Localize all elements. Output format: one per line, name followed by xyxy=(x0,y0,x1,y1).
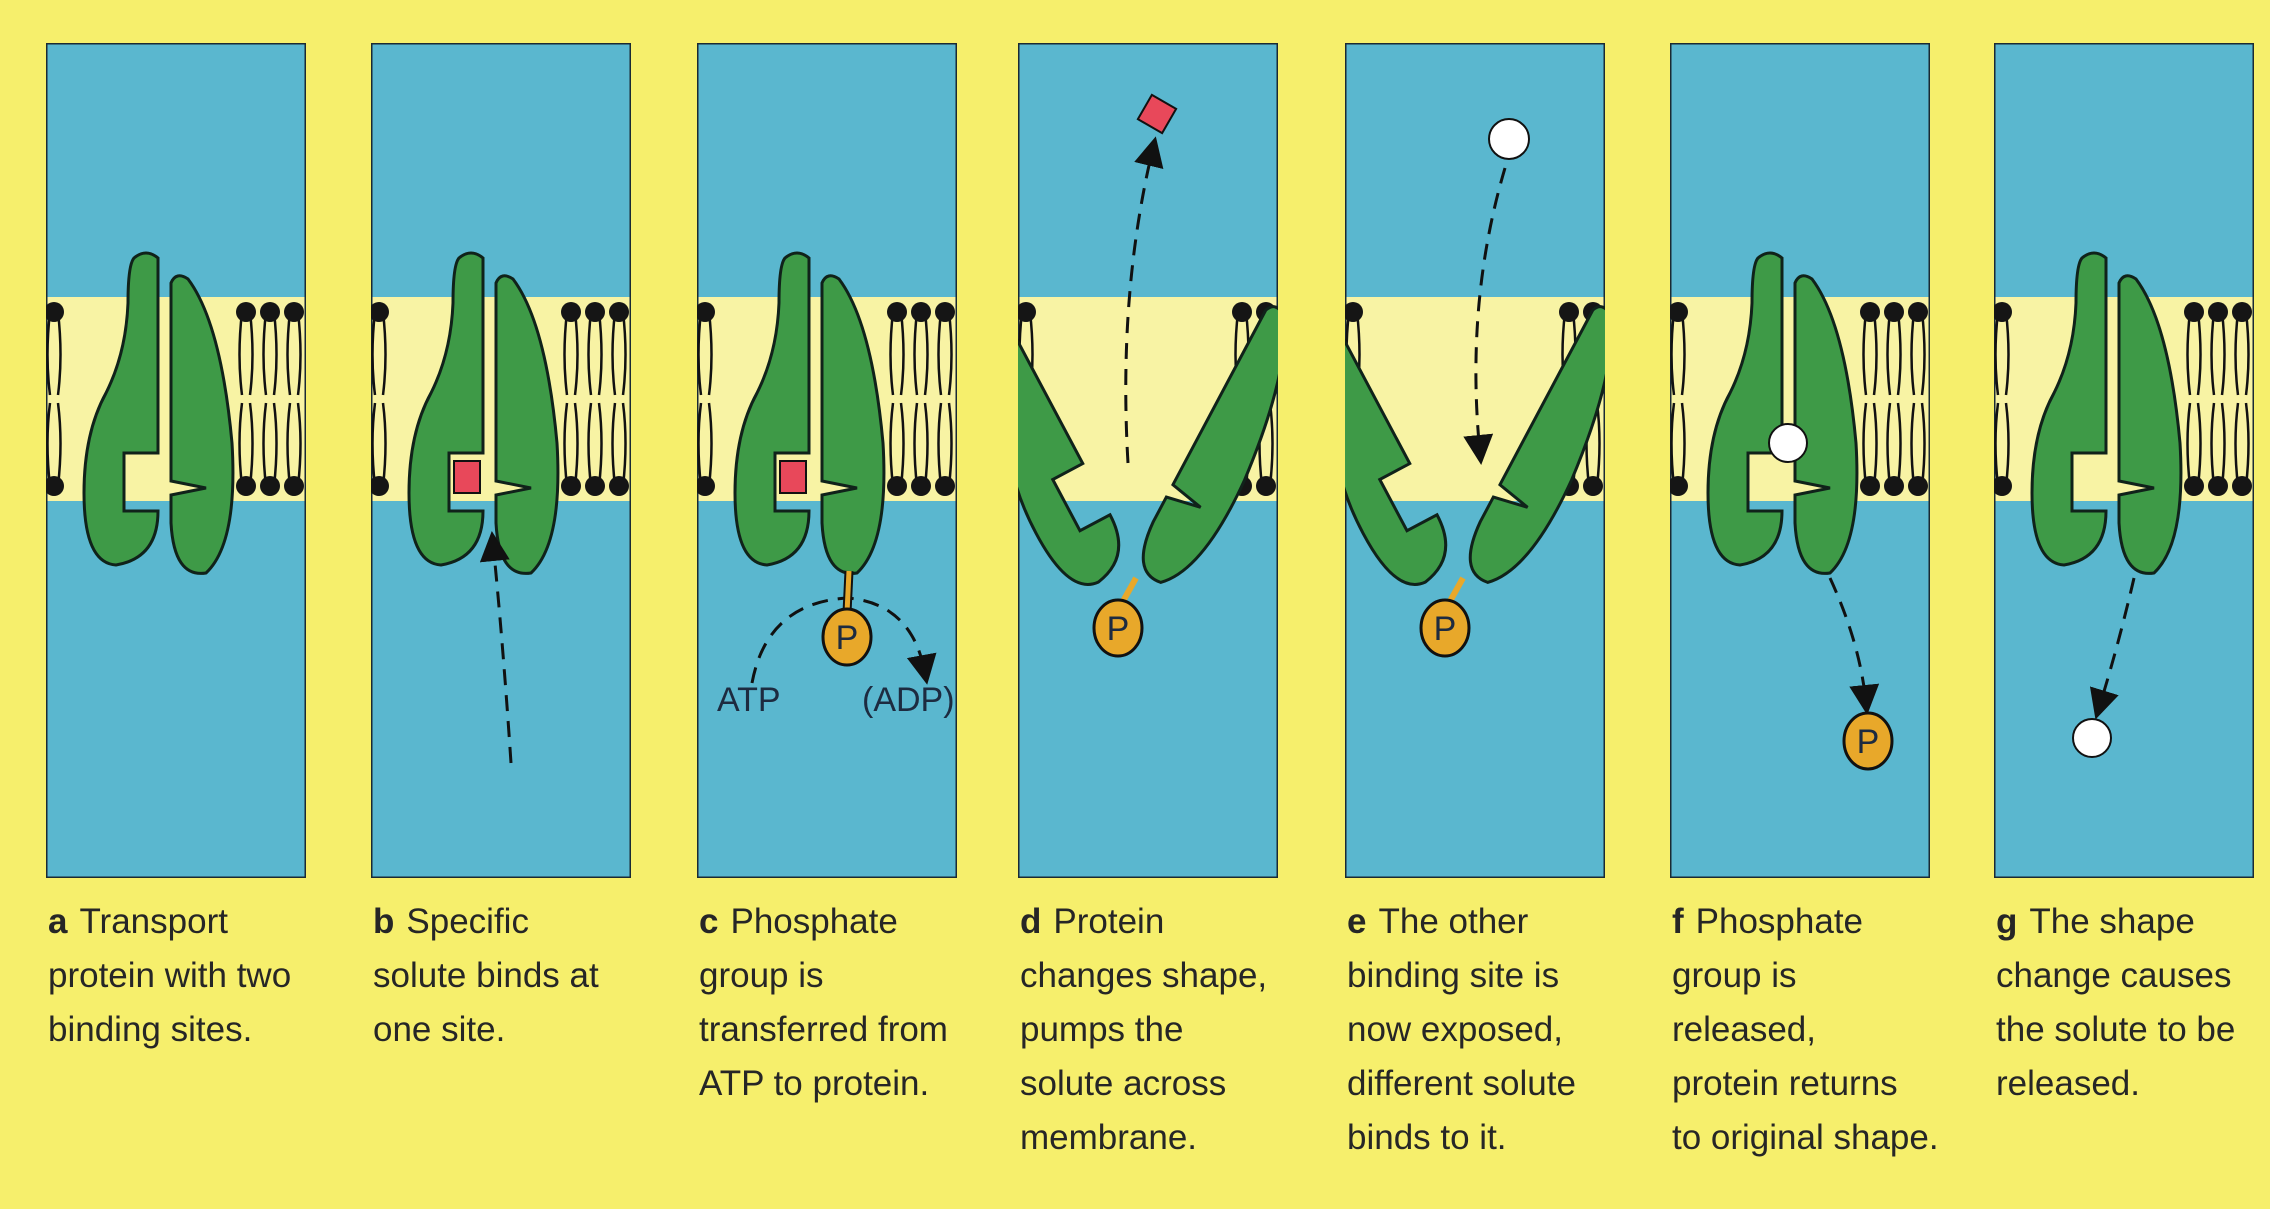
lipid-head xyxy=(1884,476,1904,496)
panel-f: P xyxy=(1670,43,1930,878)
lipid-head xyxy=(1559,302,1579,322)
solute-red xyxy=(779,460,807,494)
lipid-head xyxy=(585,302,605,322)
lipid-head xyxy=(561,302,581,322)
panel-g xyxy=(1994,43,2254,878)
lipid-head xyxy=(2232,302,2252,322)
lipid-head xyxy=(1345,302,1363,322)
phosphate-group xyxy=(1419,598,1471,658)
panel-d: P xyxy=(1018,43,1278,878)
lipid-head xyxy=(935,476,955,496)
phosphate-label: P xyxy=(1107,610,1130,648)
solute-red xyxy=(453,460,481,494)
lipid-head xyxy=(236,476,256,496)
phosphate-bond xyxy=(1119,576,1139,605)
solute-white xyxy=(1488,118,1530,160)
arrow-dashed xyxy=(479,531,513,764)
lipid-head xyxy=(260,476,280,496)
lipid-head xyxy=(697,302,715,322)
lipid-head xyxy=(585,476,605,496)
lipid-head xyxy=(1884,302,1904,322)
phosphate-label: P xyxy=(836,619,859,657)
lipid-head xyxy=(911,476,931,496)
lipid-head xyxy=(2184,476,2204,496)
lipid-head xyxy=(609,302,629,322)
lipid-head xyxy=(935,302,955,322)
lipid-head xyxy=(697,476,715,496)
panel-a xyxy=(46,43,306,878)
lipid-head xyxy=(371,302,389,322)
lipid-head xyxy=(2232,476,2252,496)
caption-letter: a xyxy=(48,902,68,941)
panel-b xyxy=(371,43,631,878)
lipid-head xyxy=(1256,476,1276,496)
arrow-dashed xyxy=(1463,167,1507,465)
lipid-head xyxy=(1908,302,1928,322)
lipid-head xyxy=(46,302,64,322)
panel-e: P xyxy=(1345,43,1605,878)
adp-label: (ADP) xyxy=(862,681,955,719)
lipid-head xyxy=(561,476,581,496)
lipid-head xyxy=(2208,476,2228,496)
arrow-dashed xyxy=(1828,577,1880,715)
solute-white xyxy=(2072,718,2112,758)
lipid-head xyxy=(1908,476,1928,496)
lipid-head xyxy=(371,476,389,496)
lipid-head xyxy=(2184,302,2204,322)
panel-c: P ATP (ADP) xyxy=(697,43,957,878)
phosphate-group xyxy=(821,607,873,667)
lipid-head xyxy=(1994,476,2012,496)
lipid-head xyxy=(887,476,907,496)
arrow-dashed xyxy=(2089,577,2136,720)
lipid-head xyxy=(1232,302,1252,322)
lipid-head xyxy=(1670,476,1688,496)
arrow-dashed xyxy=(1124,136,1164,464)
atp-label: ATP xyxy=(717,681,781,719)
phosphate-group xyxy=(1092,598,1144,658)
phosphate-bond xyxy=(1446,576,1466,605)
phosphate-label: P xyxy=(1434,610,1457,648)
phosphate-label: P xyxy=(1857,723,1880,761)
lipid-head xyxy=(236,302,256,322)
lipid-head xyxy=(1018,302,1036,322)
lipid-head xyxy=(1583,476,1603,496)
solute-red xyxy=(1136,93,1178,135)
lipid-head xyxy=(284,476,304,496)
lipid-head xyxy=(887,302,907,322)
solute-white xyxy=(1768,423,1808,463)
lipid-head xyxy=(1670,302,1688,322)
lipid-head xyxy=(609,476,629,496)
lipid-head xyxy=(284,302,304,322)
lipid-head xyxy=(1994,302,2012,322)
lipid-head xyxy=(1860,476,1880,496)
phosphate-group xyxy=(1842,711,1894,771)
lipid-head xyxy=(2208,302,2228,322)
lipid-head xyxy=(1860,302,1880,322)
lipid-head xyxy=(260,302,280,322)
lipid-head xyxy=(911,302,931,322)
lipid-head xyxy=(46,476,64,496)
